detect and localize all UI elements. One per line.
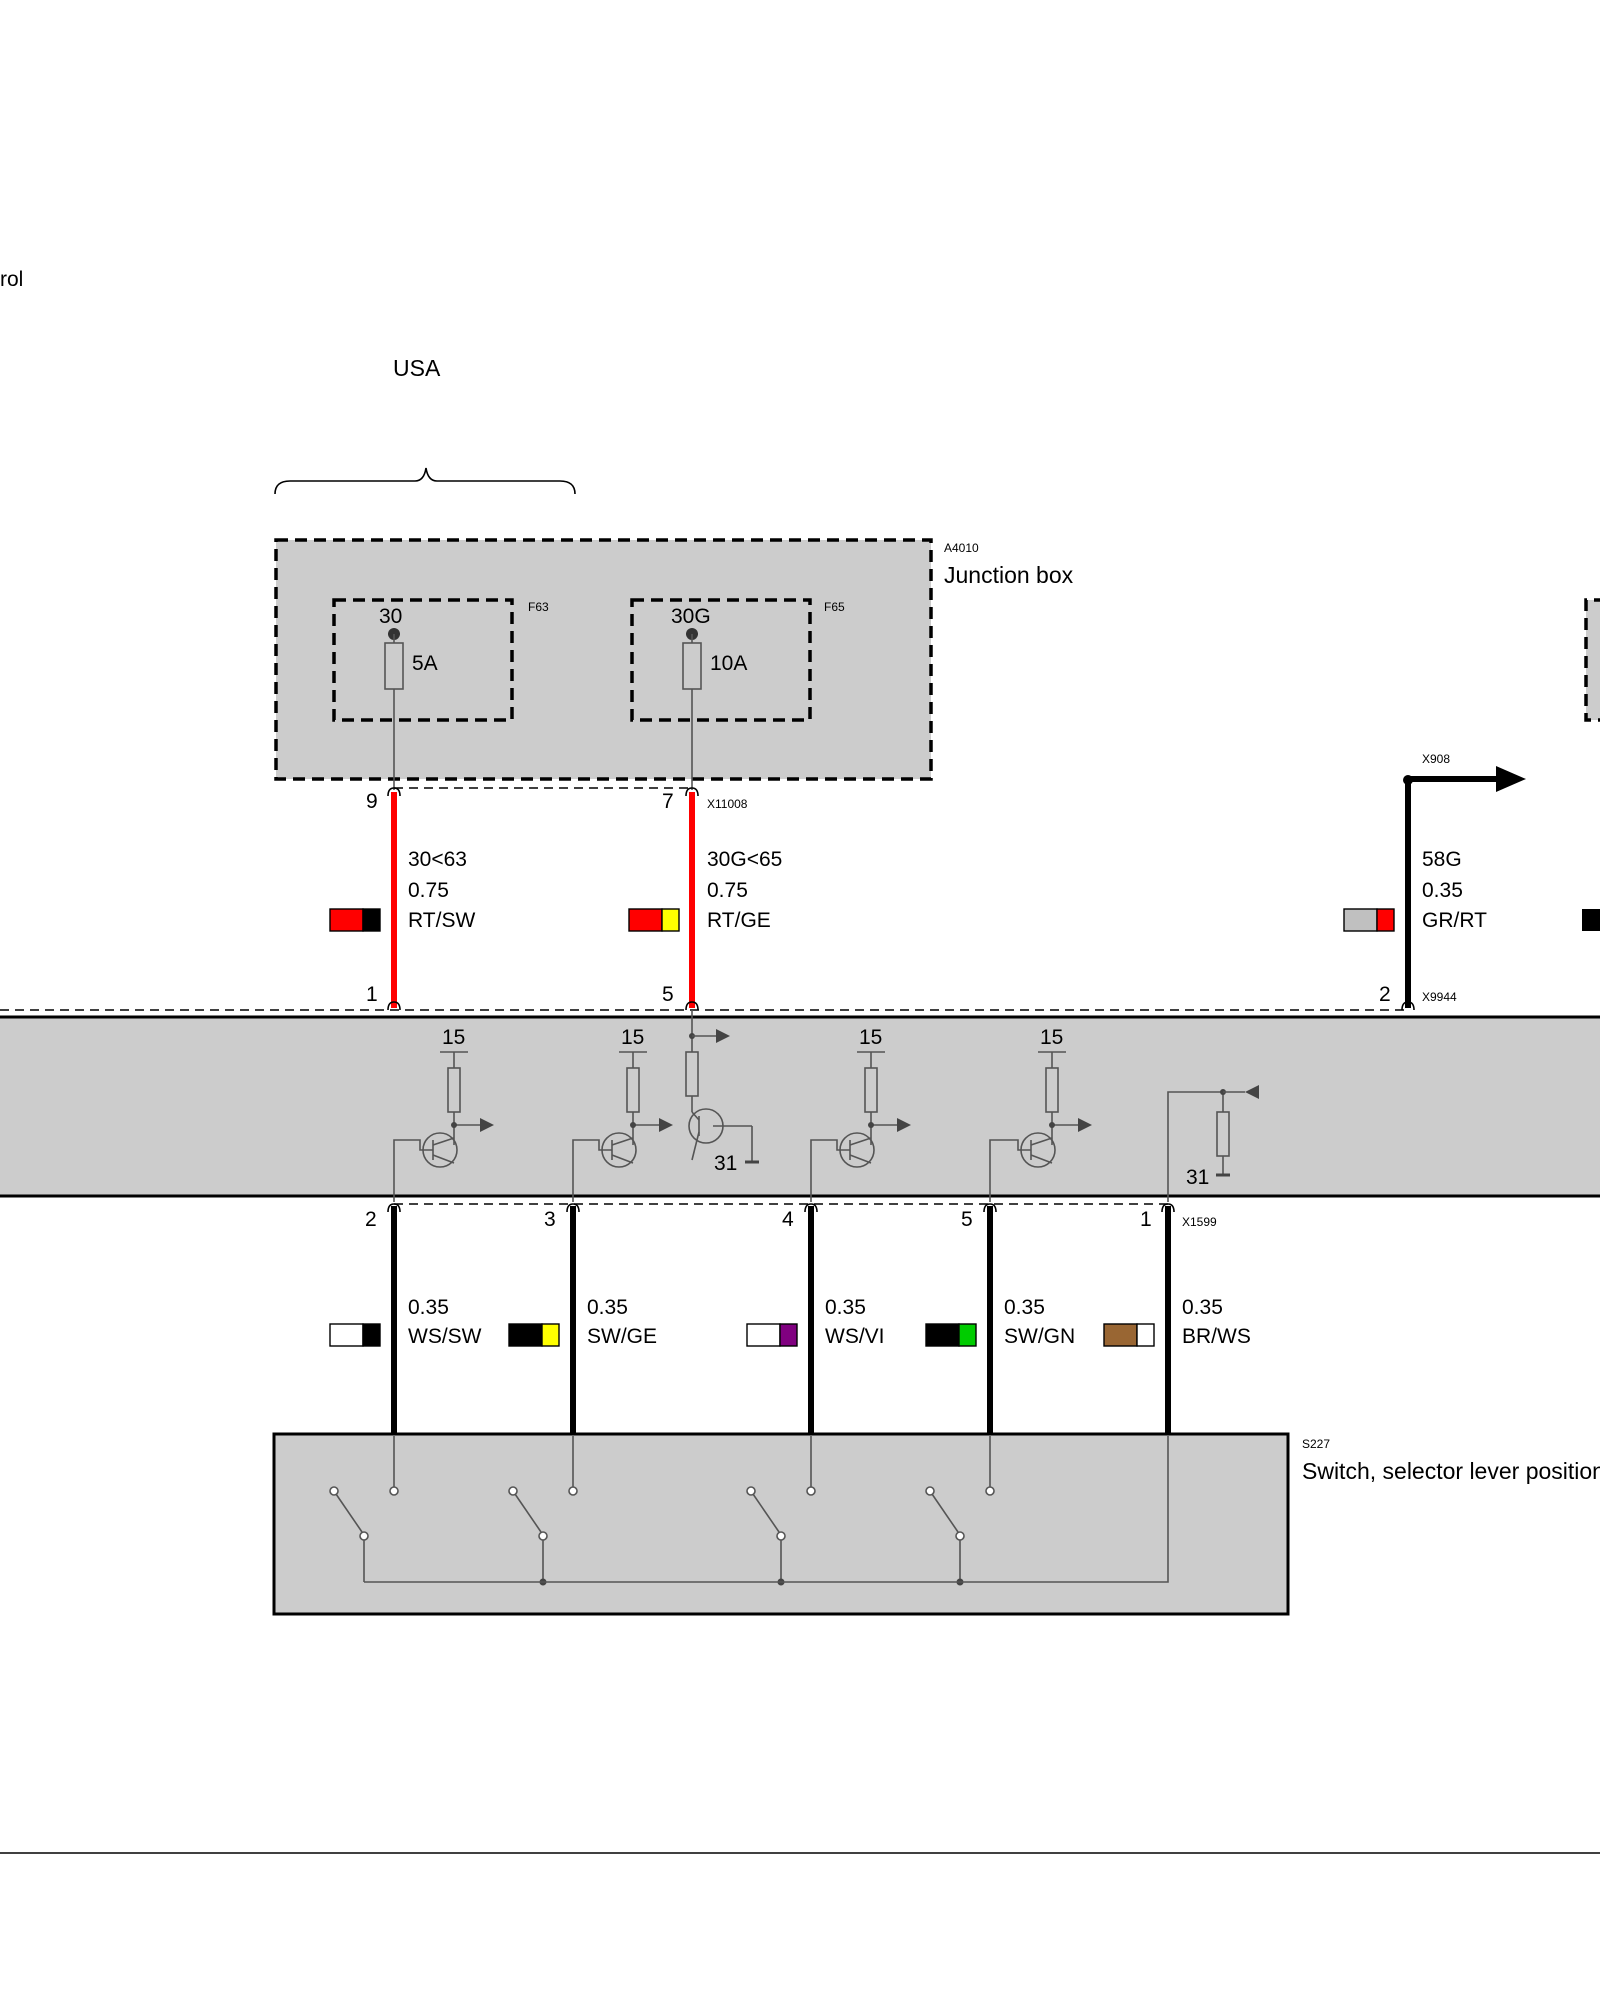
- control-unit: [0, 1015, 1600, 1198]
- transistor-stage: 15: [989, 1026, 1092, 1202]
- pin-label: 1: [1140, 1208, 1152, 1231]
- supply-label: 15: [1040, 1026, 1063, 1049]
- partial-component-border: [1584, 598, 1600, 722]
- wire-color-code: RT/GE: [707, 909, 771, 932]
- region-brace: [274, 467, 576, 495]
- color-swatch-secondary: [362, 908, 381, 932]
- wire-color-code: RT/SW: [408, 909, 475, 932]
- junction-box-code: A4010: [944, 541, 979, 555]
- switch-contact: [925, 1436, 995, 1586]
- wire-signal-label: 58G: [1422, 848, 1462, 871]
- region-label: USA: [393, 355, 441, 381]
- color-swatch-primary: [628, 908, 663, 932]
- color-swatch-secondary: [541, 1323, 560, 1347]
- pin-label: 7: [662, 790, 674, 813]
- partial-component: [1586, 600, 1600, 720]
- lower-wire: 4 0.35 WS/VI: [746, 1203, 885, 1434]
- junction-box-name: Junction box: [944, 562, 1074, 588]
- fuse-f63-terminal: 30: [379, 605, 402, 628]
- transistor-stage: 15: [393, 1026, 494, 1202]
- pin-label: 2: [365, 1208, 377, 1231]
- ground-label: 31: [714, 1152, 737, 1175]
- color-swatch-primary: [1103, 1323, 1138, 1347]
- pin-label: 2: [1379, 983, 1391, 1006]
- lower-wire: 3 0.35 SW/GE: [508, 1203, 657, 1434]
- page-title-fragment: rol: [0, 268, 23, 291]
- transistor-stage: 15: [810, 1026, 911, 1202]
- color-swatch-primary: [329, 1323, 364, 1347]
- fuse-f63-code: F63: [528, 600, 549, 614]
- pin-label: 3: [544, 1208, 556, 1231]
- color-swatch-primary: [508, 1323, 543, 1347]
- switch-contact: [746, 1436, 816, 1586]
- lower-wire: 5 0.35 SW/GN: [925, 1203, 1075, 1434]
- pin-label: 1: [366, 983, 378, 1006]
- supply-label: 15: [442, 1026, 465, 1049]
- switch-common-line: [364, 1436, 1169, 1583]
- color-swatch-primary: [329, 908, 364, 932]
- wire-signal-label: 30<63: [408, 848, 467, 871]
- switch-code: S227: [1302, 1437, 1330, 1451]
- color-swatch-secondary: [1136, 1323, 1155, 1347]
- wire-size-label: 0.35: [1004, 1296, 1045, 1319]
- pin-label: 5: [662, 983, 674, 1006]
- switch-name: Switch, selector lever position: [1302, 1458, 1600, 1484]
- wire-signal-label: 30G<65: [707, 848, 782, 871]
- input-stage: 31: [685, 1010, 759, 1175]
- color-swatch-secondary: [958, 1323, 977, 1347]
- wire-size-label: 0.35: [587, 1296, 628, 1319]
- wire-size-label: 0.35: [825, 1296, 866, 1319]
- connector-x908-label: X908: [1422, 752, 1450, 766]
- wire-size-label: 0.35: [1182, 1296, 1223, 1319]
- connector-x1599-label: X1599: [1182, 1215, 1217, 1229]
- wire-size-label: 0.75: [408, 879, 449, 902]
- color-swatch-partial: [1582, 909, 1600, 931]
- ground-stage: 31: [1167, 1085, 1259, 1202]
- color-swatch-secondary: [362, 1323, 381, 1347]
- color-swatch-primary: [1343, 908, 1378, 932]
- supply-label: 15: [621, 1026, 644, 1049]
- wire-size-label: 0.35: [1422, 879, 1463, 902]
- transistor-stage: 15: [572, 1026, 673, 1202]
- switch-contact: [329, 1436, 399, 1582]
- pin-label: 5: [961, 1208, 973, 1231]
- wire-color-code: WS/VI: [825, 1325, 885, 1348]
- color-swatch-secondary: [779, 1323, 798, 1347]
- wire-size-label: 0.35: [408, 1296, 449, 1319]
- arrow-right-icon: [1496, 766, 1526, 792]
- lower-wire: 2 0.35 WS/SW: [329, 1203, 482, 1434]
- fuse-f65-rating: 10A: [710, 652, 747, 675]
- fuse-box-f63: [332, 598, 514, 722]
- ground-label: 31: [1186, 1166, 1209, 1189]
- connector-x11008-label: X11008: [707, 797, 748, 811]
- connector-x9944-label: X9944: [1422, 990, 1457, 1004]
- wire-color-code: SW/GN: [1004, 1325, 1075, 1348]
- supply-label: 15: [859, 1026, 882, 1049]
- pin-label: 9: [366, 790, 378, 813]
- fuse-box-f65: [630, 598, 812, 722]
- color-swatch-primary: [746, 1323, 781, 1347]
- junction-box-border: [274, 538, 933, 781]
- wire-color-code: GR/RT: [1422, 909, 1487, 932]
- color-swatch-secondary: [1376, 908, 1395, 932]
- wire-color-code: BR/WS: [1182, 1325, 1251, 1348]
- fuse-f63-rating: 5A: [412, 652, 438, 675]
- wire-size-label: 0.75: [707, 879, 748, 902]
- switch-selector-lever: [272, 1432, 1290, 1616]
- switch-contact: [508, 1436, 578, 1586]
- color-swatch-secondary: [661, 908, 680, 932]
- wire-color-code: WS/SW: [408, 1325, 482, 1348]
- fuse-f65-code: F65: [824, 600, 845, 614]
- color-swatch-primary: [925, 1323, 960, 1347]
- lower-wire: 1 0.35 BR/WS: [1103, 1203, 1251, 1434]
- pin-label: 4: [782, 1208, 794, 1231]
- wire-color-code: SW/GE: [587, 1325, 657, 1348]
- fuse-f65-terminal: 30G: [671, 605, 711, 628]
- junction-box: [276, 540, 931, 779]
